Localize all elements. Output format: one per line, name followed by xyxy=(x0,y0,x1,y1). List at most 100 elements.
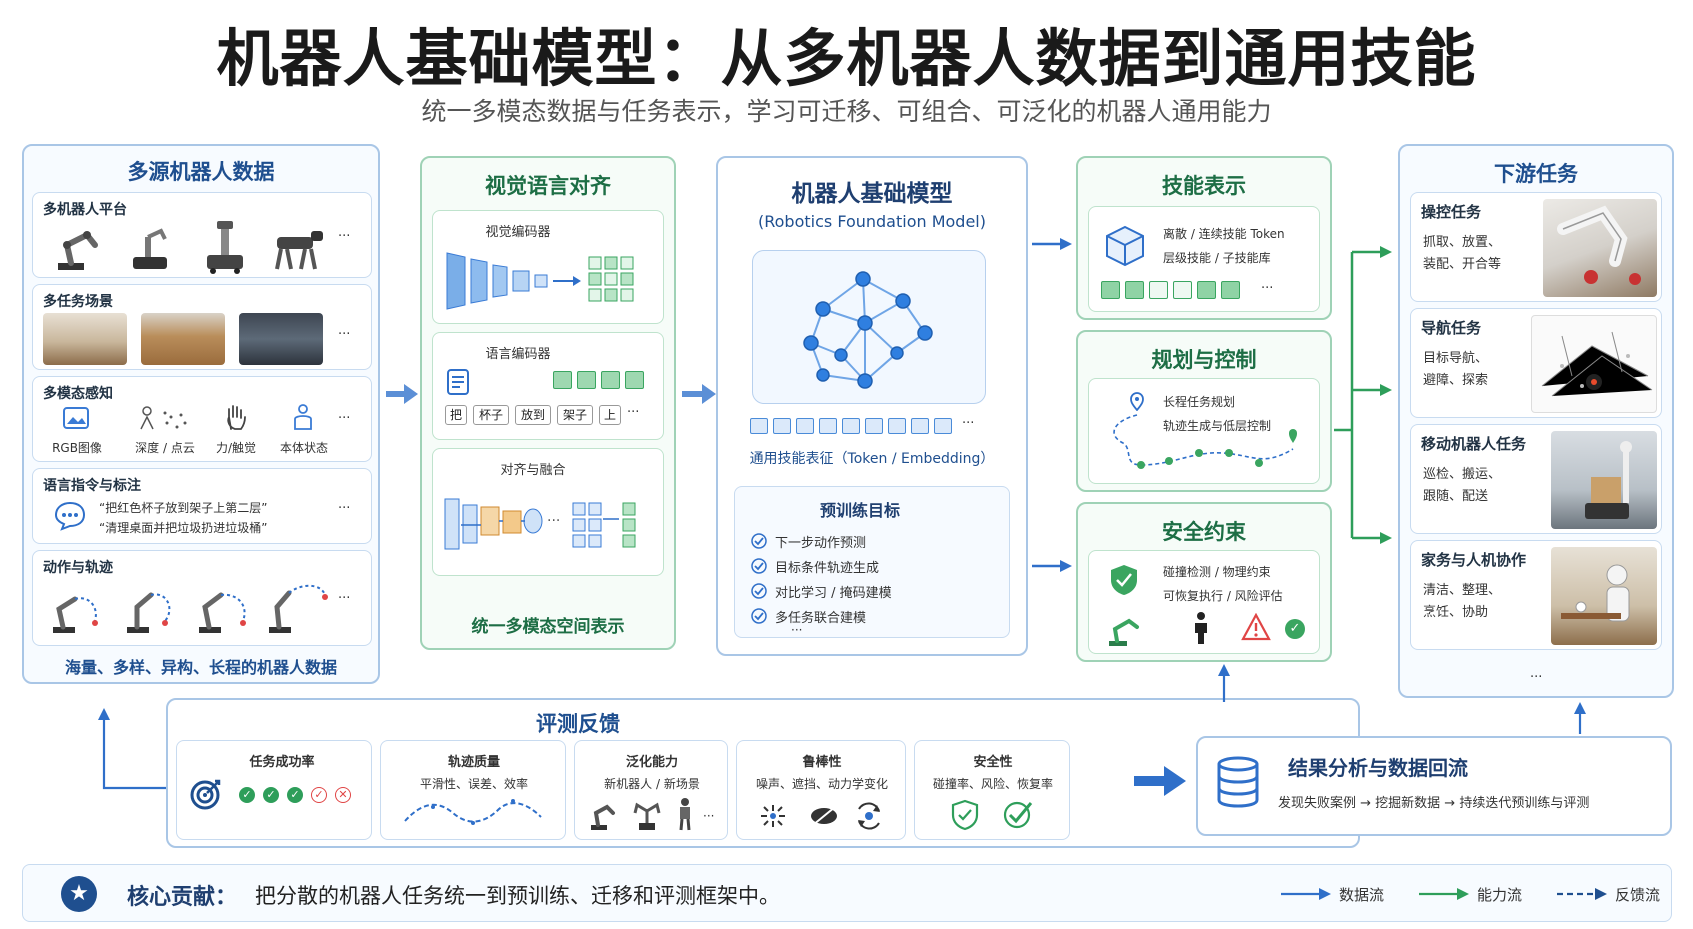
pretrain-objectives-card: 预训练目标 下一步动作预测 目标条件轨迹生成 对比学习 / 掩码建模 多任务联合… xyxy=(734,486,1010,638)
footer-bar: ★ 核心贡献： 把分散的机器人任务统一到预训练、迁移和评测框架中。 数据流 能力… xyxy=(22,864,1672,922)
trajectory-icon xyxy=(127,592,171,633)
objective-item: 目标条件轨迹生成 xyxy=(775,561,880,576)
skill-token xyxy=(1221,281,1240,299)
safety-constraint-panel: 安全约束 碰撞检测 / 物理约束 可恢复执行 / 风险评估 ✓ xyxy=(1076,502,1332,662)
plan-line: 长程任务规划 xyxy=(1163,395,1236,409)
partial-check-icon: ✓ xyxy=(311,787,327,803)
green-robot-arm-icon xyxy=(1109,618,1139,646)
objective-item: 对比学习 / 掩码建模 xyxy=(775,586,892,601)
downstream-tasks-panel: 下游任务 操控任务 抓取、放置、 装配、开合等 导航任务 目标导航、 避障、探索… xyxy=(1398,144,1674,698)
language-encoder-card: 语言编码器 把 杯子 放到 架子 上 ··· xyxy=(432,332,664,440)
robot-arm-icon xyxy=(58,231,98,270)
alignment-fusion-card: 对齐与融合 ··· xyxy=(432,448,664,576)
success-check-icon: ✓ xyxy=(239,787,255,803)
warning-icon xyxy=(1241,613,1271,641)
data-flow-arrow xyxy=(386,384,418,404)
card-title: 语言编码器 xyxy=(485,347,551,362)
multi-source-data-panel: 多源机器人数据 多机器人平台 ··· 多任务场景 ··· 多模态感知 RGB图像… xyxy=(22,144,380,684)
downstream-task-card: 导航任务 目标导航、 避障、探索 xyxy=(1410,308,1662,418)
word-token: 把 xyxy=(445,405,467,425)
success-check-icon: ✓ xyxy=(263,787,279,803)
eval-card-title: 安全性 xyxy=(973,755,1013,770)
downstream-task-card: 移动机器人任务 巡检、搬运、 跟随、配送 xyxy=(1410,424,1662,534)
office-scene-image xyxy=(239,313,323,365)
plan-line: 轨迹生成与低层控制 xyxy=(1163,419,1272,433)
trajectory-icon xyxy=(199,592,246,633)
legend-label: 数据流 xyxy=(1339,886,1385,904)
contribution-text: 把分散的机器人任务统一到预训练、迁移和评测框架中。 xyxy=(255,884,780,908)
eval-card-trajectory-quality: 轨迹质量 平滑性、误差、效率 xyxy=(380,740,566,840)
legend-feedback-flow-arrow xyxy=(1557,888,1607,900)
sensing-label: 力/触觉 xyxy=(215,441,257,455)
eval-card-title: 任务成功率 xyxy=(249,755,315,770)
foundation-model-panel: 机器人基础模型 (Robotics Foundation Model) ··· … xyxy=(716,156,1028,656)
more-ellipsis: ··· xyxy=(338,229,351,244)
word-token: 放到 xyxy=(515,405,551,425)
depth-pointcloud-icon xyxy=(140,406,187,430)
check-icon xyxy=(751,583,767,599)
skill-token xyxy=(911,418,929,434)
panel-subtitle: (Robotics Foundation Model) xyxy=(758,212,986,231)
task-line: 装配、开合等 xyxy=(1423,257,1502,272)
contribution-label: 核心贡献： xyxy=(127,885,238,910)
evaluation-feedback-panel: 评测反馈 任务成功率 ✓ ✓ ✓ ✓ ✕ 轨迹质量 平滑性、误差、效率 泛化能力… xyxy=(166,698,1360,848)
dual-arm-robot-icon xyxy=(633,802,661,830)
legend-data-flow-arrow xyxy=(1281,888,1331,900)
instruction-line: “把红色杯子放到架子上第二层” xyxy=(99,501,268,515)
kitchen-scene-image xyxy=(43,313,127,365)
skill-token xyxy=(819,418,837,434)
eval-card-robustness: 鲁棒性 噪声、遮挡、动力学变化 xyxy=(736,740,906,840)
target-icon xyxy=(190,779,221,810)
actions-card: 动作与轨迹 ··· xyxy=(32,550,372,646)
embedding-token xyxy=(601,371,620,389)
feedback-flow-arrow xyxy=(98,708,168,790)
data-flow-arrow xyxy=(1134,766,1186,796)
eval-card-title: 鲁棒性 xyxy=(802,755,842,770)
panel-title: 下游任务 xyxy=(1494,162,1578,186)
downstream-task-card: 家务与人机协作 清洁、整理、 烹饪、协助 xyxy=(1410,540,1662,650)
embedding-token xyxy=(553,371,572,389)
skill-token xyxy=(934,418,952,434)
skill-representation-panel: 技能表示 离散 / 连续技能 Token 层级技能 / 子技能库 ··· xyxy=(1076,156,1332,320)
eval-card-sub: 新机器人 / 新场景 xyxy=(604,777,700,791)
feedback-flow-arrow xyxy=(1218,664,1230,702)
fusion-diagram: ··· xyxy=(444,498,636,550)
skill-token xyxy=(1173,281,1192,299)
page-subtitle: 统一多模态数据与任务表示，学习可迁移、可组合、可泛化的机器人通用能力 xyxy=(421,97,1272,126)
skill-line: 离散 / 连续技能 Token xyxy=(1163,227,1285,241)
trajectory-icon xyxy=(269,584,328,633)
panel-title: 技能表示 xyxy=(1162,174,1246,198)
task-line: 烹饪、协助 xyxy=(1423,605,1489,620)
robot-arm-illustration xyxy=(1557,205,1641,285)
panel-footer: 统一多模态空间表示 xyxy=(471,617,625,637)
data-flow-arrow xyxy=(682,384,716,404)
more-ellipsis: ··· xyxy=(1530,670,1543,685)
person-icon xyxy=(1195,612,1207,644)
trajectory-icon xyxy=(53,596,98,633)
more-ellipsis: ··· xyxy=(791,623,803,637)
point-cloud-map-illustration xyxy=(1541,331,1653,397)
network-box xyxy=(752,250,986,404)
capability-flow-arrow xyxy=(1032,238,1072,250)
word-token: 上 xyxy=(599,405,621,425)
safety-line: 碰撞检测 / 物理约束 xyxy=(1163,565,1271,579)
mobile-robot-photo xyxy=(1551,431,1657,529)
more-ellipsis: ··· xyxy=(962,416,975,431)
skill-token xyxy=(1149,281,1168,299)
vision-language-alignment-panel: 视觉语言对齐 视觉编码器 语言编码器 把 杯子 放到 架子 上 ··· 对齐与融… xyxy=(420,156,676,650)
quadruped-robot-icon xyxy=(275,231,323,270)
legend-label: 反馈流 xyxy=(1615,886,1661,904)
card-title: 动作与轨迹 xyxy=(43,560,113,576)
panel-title: 机器人基础模型 xyxy=(791,181,953,207)
capability-flow-branch xyxy=(1334,246,1392,544)
skill-token xyxy=(888,418,906,434)
results-analysis-panel: 结果分析与数据回流 发现失败案例 → 挖掘新数据 → 持续迭代预训练与评测 xyxy=(1196,736,1672,836)
star-badge-icon: ★ xyxy=(61,876,97,912)
panel-footer: 海量、多样、异构、长程的机器人数据 xyxy=(64,658,337,677)
embedding-token xyxy=(577,371,596,389)
plan-card: 长程任务规划 轨迹生成与低层控制 xyxy=(1088,378,1320,484)
embedding-token xyxy=(625,371,644,389)
instruction-line: “清理桌面并把垃圾扔进垃圾桶” xyxy=(99,521,268,535)
card-title: 预训练目标 xyxy=(819,501,900,520)
success-check-icon: ✓ xyxy=(1285,619,1305,639)
